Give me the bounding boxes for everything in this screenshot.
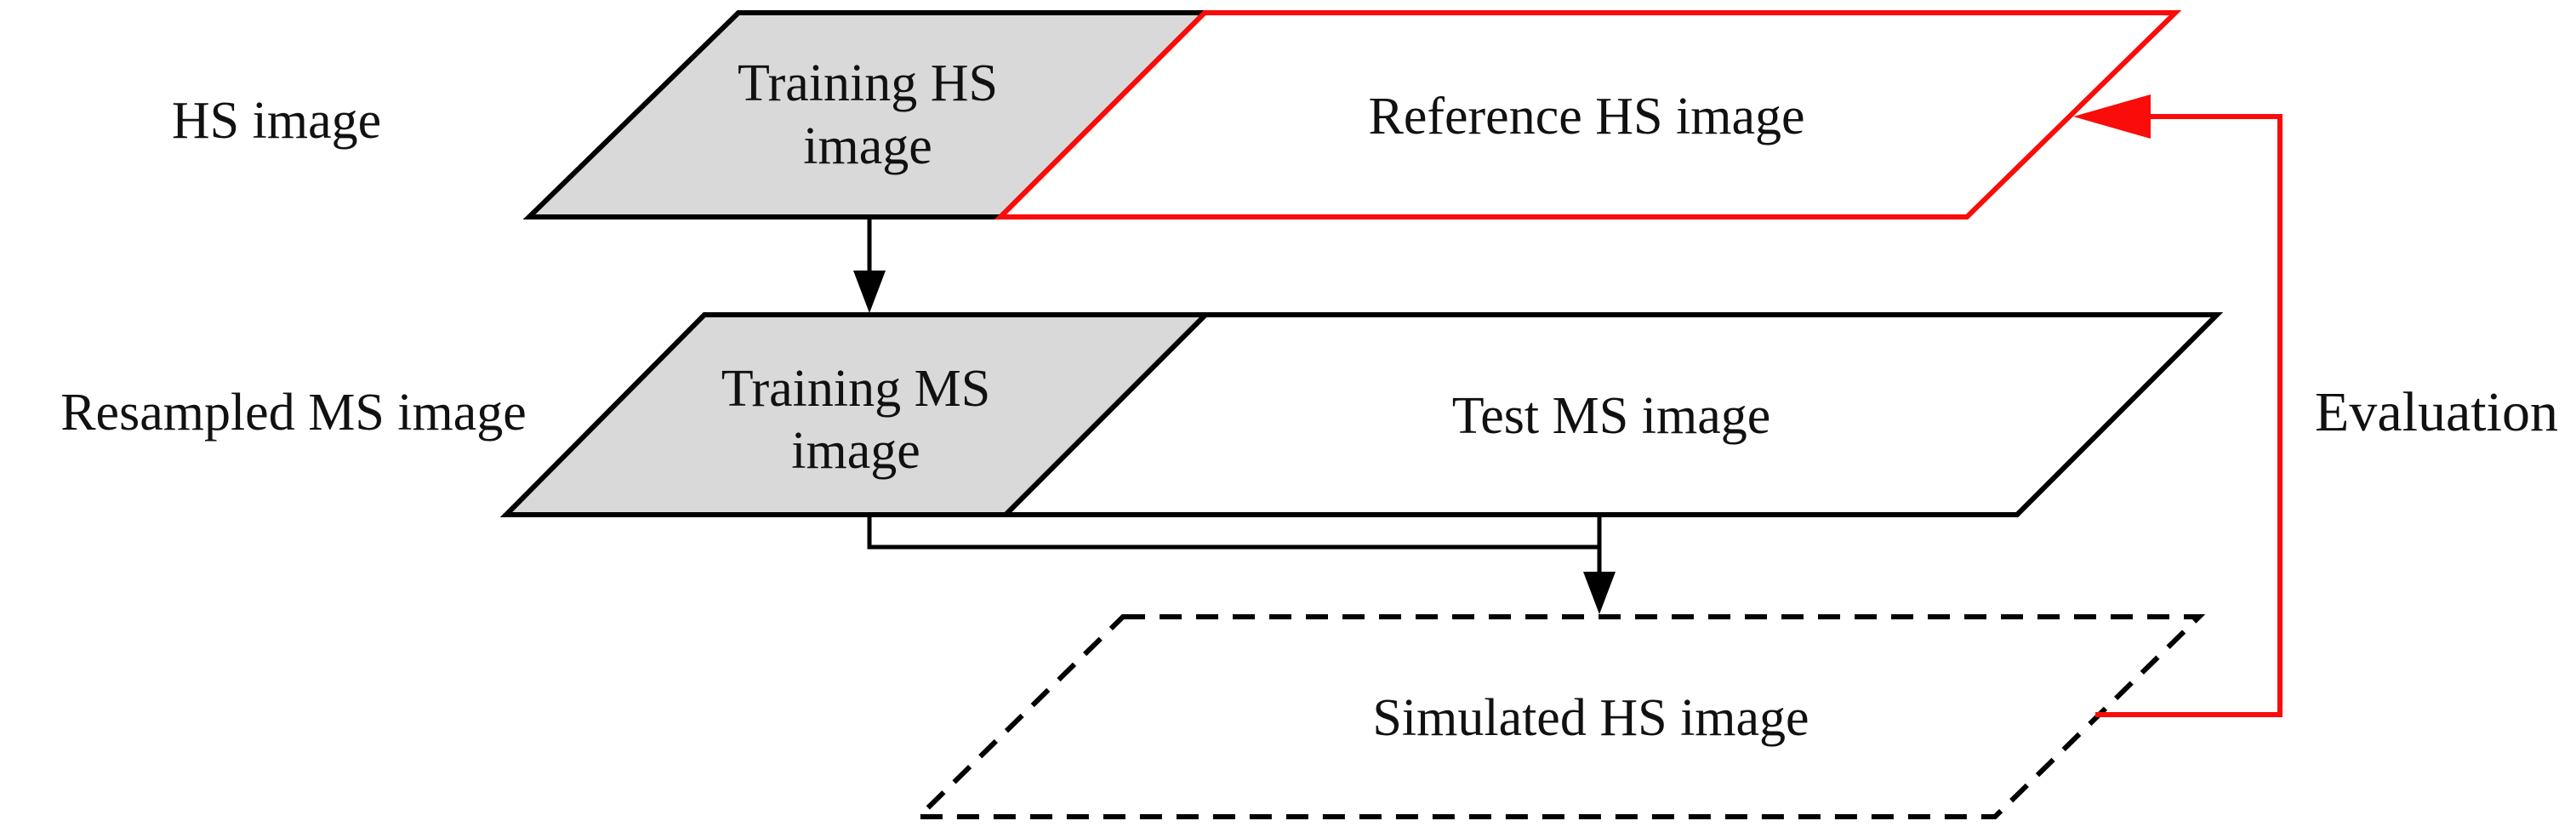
ms-row-label: Resampled MS image [60, 384, 527, 442]
training-hs-label-line2: image [803, 117, 932, 175]
ms-image-row: Resampled MS image Training MS image Tes… [60, 312, 2224, 517]
arrow-hs-to-ms [853, 219, 886, 313]
training-hs-label-line1: Training HS [738, 54, 998, 112]
simulated-hs-shape [912, 614, 2206, 819]
test-ms-label: Test MS image [1452, 387, 1771, 445]
arrow-ms-to-simulated-head [1583, 572, 1616, 614]
arrow-hs-to-ms-head [853, 271, 886, 313]
reference-hs-label: Reference HS image [1369, 88, 1805, 145]
hs-row-label: HS image [172, 92, 381, 150]
connector-ms-to-simulated [867, 515, 1616, 614]
evaluation-edge-path [2095, 114, 2282, 717]
simulated-hs-label: Simulated HS image [1372, 689, 1809, 747]
training-ms-label-line2: image [791, 422, 920, 480]
reference-hs-shape [994, 10, 2182, 219]
hs-image-row: HS image Training HS image Reference HS … [172, 10, 2182, 219]
simulated-hs-row: Simulated HS image [912, 614, 2206, 819]
connector-ms-horizontal [867, 515, 1599, 550]
training-ms-shape [499, 312, 1212, 517]
evaluation-edge: Evaluation [2073, 94, 2558, 717]
evaluation-arrow-head [2073, 94, 2151, 139]
evaluation-label: Evaluation [2315, 381, 2558, 443]
training-ms-label-line1: Training MS [721, 360, 990, 418]
